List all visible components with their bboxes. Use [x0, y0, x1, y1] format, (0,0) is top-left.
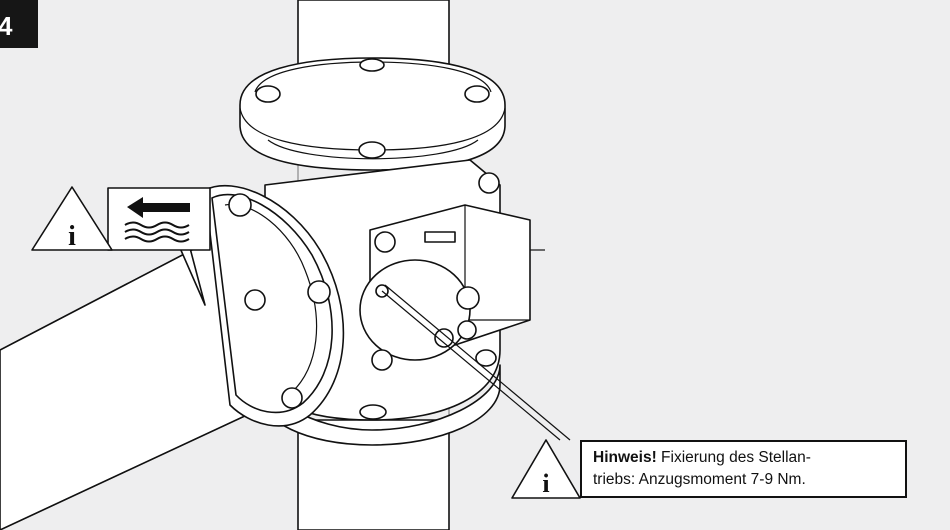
- note-title: Hinweis!: [593, 449, 657, 466]
- note-text: Hinweis! Fixierung des Stellan- triebs: …: [593, 447, 903, 491]
- step-number: 4: [0, 11, 13, 41]
- svg-text:i: i: [68, 221, 76, 252]
- upper-flange: [239, 57, 506, 171]
- info-warning-triangle-icon: i: [31, 186, 113, 252]
- side-flange: [204, 185, 345, 427]
- lower-flange: [259, 349, 501, 446]
- svg-text:i: i: [542, 469, 549, 498]
- note-line-2: triebs: Anzugsmoment 7-9 Nm.: [593, 471, 806, 488]
- flow-direction-label: i: [31, 186, 211, 252]
- note-info-triangle-icon: i: [511, 439, 581, 499]
- note-pointer: [381, 290, 561, 441]
- note-box: [580, 440, 907, 498]
- step-number-badge: 4: [0, 0, 38, 48]
- flow-direction-arrow-icon: [127, 197, 190, 218]
- note-line-1: Fixierung des Stellan-: [661, 449, 811, 466]
- water-waves-icon: [124, 221, 190, 243]
